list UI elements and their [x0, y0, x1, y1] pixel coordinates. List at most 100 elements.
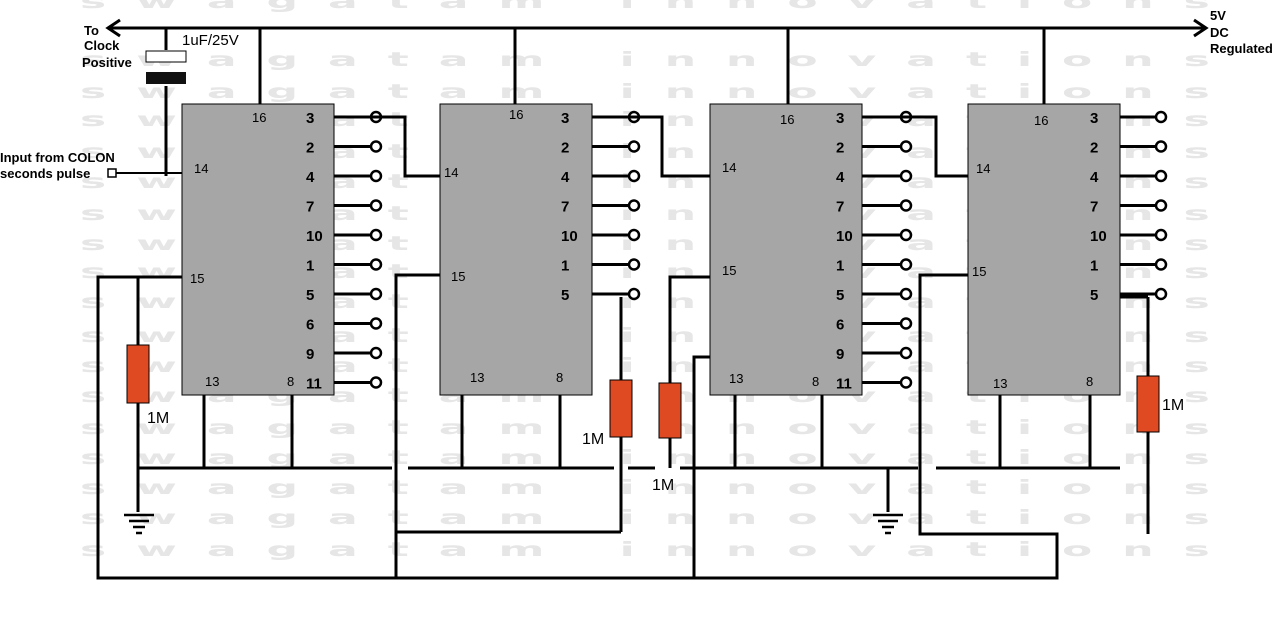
resistor-4-label: 1M	[1162, 397, 1184, 414]
ic-2-output-pin-label: 3	[561, 110, 569, 127]
ic-1-output-pin-label: 3	[306, 110, 314, 127]
cascade-wires	[334, 115, 968, 178]
ic-3-output-pin-label: 7	[836, 199, 844, 216]
output-terminal	[1154, 140, 1168, 153]
output-terminal	[627, 140, 641, 153]
output-terminal	[627, 287, 641, 301]
ic-3-pin-reset: 15	[722, 263, 736, 278]
ic-2-pin-clock: 14	[444, 165, 458, 180]
ic-4-output-pin-label: 5	[1090, 287, 1098, 304]
watermark-row: swagatam innovations	[80, 290, 1240, 314]
ground-symbol-right	[873, 513, 903, 535]
ic-4-output-pin-label: 3	[1090, 110, 1098, 127]
supply-bus	[105, 18, 1209, 176]
ic-1-output-pin-label: 2	[306, 140, 314, 157]
watermark-row: swagatam innovations	[80, 506, 1240, 530]
output-terminal	[899, 287, 913, 301]
input-terminal	[107, 168, 117, 178]
output-terminal	[369, 169, 383, 183]
input-label-1: Input from COLON	[0, 150, 115, 165]
capacitor-plate-bottom	[146, 72, 186, 84]
to-clock-label-1: To	[84, 23, 99, 38]
ic-1-output-pin-label: 11	[306, 376, 322, 393]
watermark-row: swagatam innovations	[80, 416, 1240, 440]
ic-1-output-pin-label: 9	[306, 346, 314, 363]
output-terminal	[369, 346, 383, 360]
ic-3-output-pin-label: 9	[836, 346, 844, 363]
resistor-2-label: 1M	[582, 431, 604, 448]
ic-4-pin-vss: 8	[1086, 374, 1093, 389]
output-terminal	[899, 140, 913, 153]
output-terminal	[899, 346, 913, 360]
output-terminal	[627, 169, 641, 183]
output-terminal	[369, 258, 383, 271]
ic-1-pin-labels: 16 14 15 13 8	[190, 110, 294, 389]
ic-3-output-pin-label: 10	[836, 228, 853, 245]
ic-3-output-pin-label: 2	[836, 140, 844, 157]
ic-1-output-pin-label: 1	[306, 258, 314, 275]
ic-4-pin-clock: 14	[976, 161, 990, 176]
output-terminal	[1154, 169, 1168, 183]
ic-3-output-pin-label: 11	[836, 376, 852, 393]
ic-3-output-pin-label: 3	[836, 110, 844, 127]
resistor-3-label: 1M	[652, 477, 674, 494]
output-terminal	[899, 228, 913, 242]
ic-3-output-pin-label: 6	[836, 317, 844, 334]
ic-4-output-pin-label: 10	[1090, 228, 1107, 245]
ic-1-output-pin-label: 7	[306, 199, 314, 216]
output-terminal	[1154, 287, 1168, 301]
output-terminal	[899, 258, 913, 271]
ic-4-body	[967, 103, 1121, 396]
ic-2-output-pin-label: 7	[561, 199, 569, 216]
ic-3-output-pin-label: 5	[836, 287, 844, 304]
ic-4-pin-labels: 16 14 15 13 8	[972, 113, 1093, 391]
resistor-1	[126, 344, 150, 404]
ic-3-pin-clock: 14	[722, 160, 736, 175]
ic-2-output-pin-label: 10	[561, 228, 578, 245]
capacitor-label: 1uF/25V	[182, 32, 239, 49]
ic-1-pin-clock: 14	[194, 161, 208, 176]
ic-4-output-pin-label: 2	[1090, 140, 1098, 157]
ic-1-pin-reset: 15	[190, 271, 204, 286]
ic-2-output-pin-label: 1	[561, 258, 569, 275]
reset-and-ground-wires	[96, 273, 1150, 580]
ic-3-pin-vdd: 16	[780, 112, 794, 127]
watermark-row: swagatam innovations	[80, 538, 1240, 562]
output-terminal	[899, 317, 913, 330]
watermark-row: swagatam innovations	[80, 108, 1240, 132]
output-terminal	[899, 376, 913, 389]
output-terminal	[369, 376, 383, 389]
watermark-row: swagatam innovations	[80, 0, 1240, 14]
ic-3-body	[709, 103, 863, 396]
watermark-row: swagatam innovations	[80, 354, 1240, 378]
resistor-4	[1136, 375, 1160, 433]
ic-4-output-pin-label: 4	[1090, 169, 1099, 186]
ic-3-pin-enable: 13	[729, 371, 743, 386]
output-terminal	[1154, 110, 1168, 124]
watermark-row: swagatam innovations	[80, 260, 1240, 284]
ic-2-pin-vss: 8	[556, 370, 563, 385]
output-terminal	[369, 287, 383, 301]
ic-4-pin-reset: 15	[972, 264, 986, 279]
ic-3-pin-vss: 8	[812, 374, 819, 389]
ic-1-body	[181, 103, 335, 396]
output-terminal	[369, 228, 383, 242]
resistor-3	[658, 382, 682, 439]
to-clock-label-2: Clock	[84, 38, 120, 53]
output-terminal	[1154, 228, 1168, 242]
watermark-row: swagatam innovations	[80, 324, 1240, 348]
capacitor-plate-top	[145, 50, 187, 63]
output-terminal	[627, 199, 641, 212]
ic-2-pin-enable: 13	[470, 370, 484, 385]
output-terminal	[627, 228, 641, 242]
ic-3-output-pin-label: 4	[836, 169, 845, 186]
ic-2-pin-labels: 16 14 15 13 8	[444, 107, 563, 385]
resistor-1-label: 1M	[147, 410, 169, 427]
ic-2-body	[439, 103, 593, 396]
watermark-row: swagatam innovations	[80, 384, 1240, 408]
ic-3-output-pin-label: 1	[836, 258, 844, 275]
output-terminal	[899, 199, 913, 212]
supply-label-1: 5V	[1210, 8, 1226, 23]
